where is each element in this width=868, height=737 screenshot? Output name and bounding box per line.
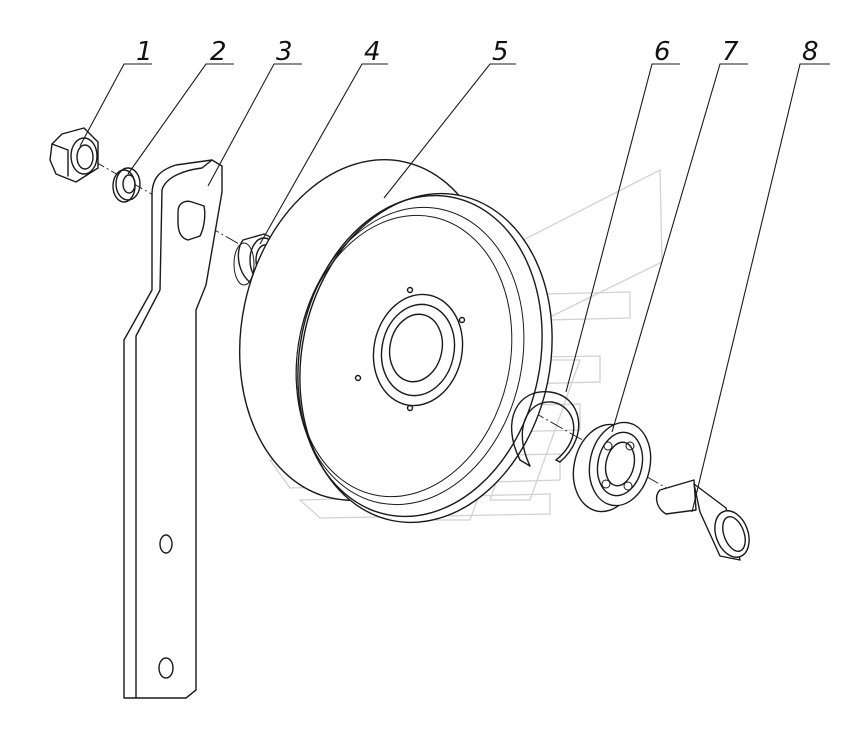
callout-2: 2: [210, 37, 227, 67]
leader-lines: [79, 63, 830, 513]
axle-pin-part: [655, 479, 750, 561]
callout-6: 6: [654, 37, 671, 67]
callout-1: 1: [136, 37, 153, 67]
callout-7: 7: [722, 37, 739, 67]
nut-part: [49, 127, 99, 183]
retaining-ring-part: [510, 391, 580, 467]
callout-4: 4: [364, 37, 381, 67]
ball-bearing-part: [572, 421, 652, 513]
bracket-lever-part: [123, 159, 223, 699]
callout-3: 3: [276, 37, 293, 67]
callout-labels: 1 2 3 4 5 6 7 8: [136, 37, 819, 67]
spring-washer-part: [112, 167, 141, 203]
callout-5: 5: [492, 37, 509, 67]
pulley-part: [238, 159, 553, 524]
callout-8: 8: [802, 37, 819, 67]
